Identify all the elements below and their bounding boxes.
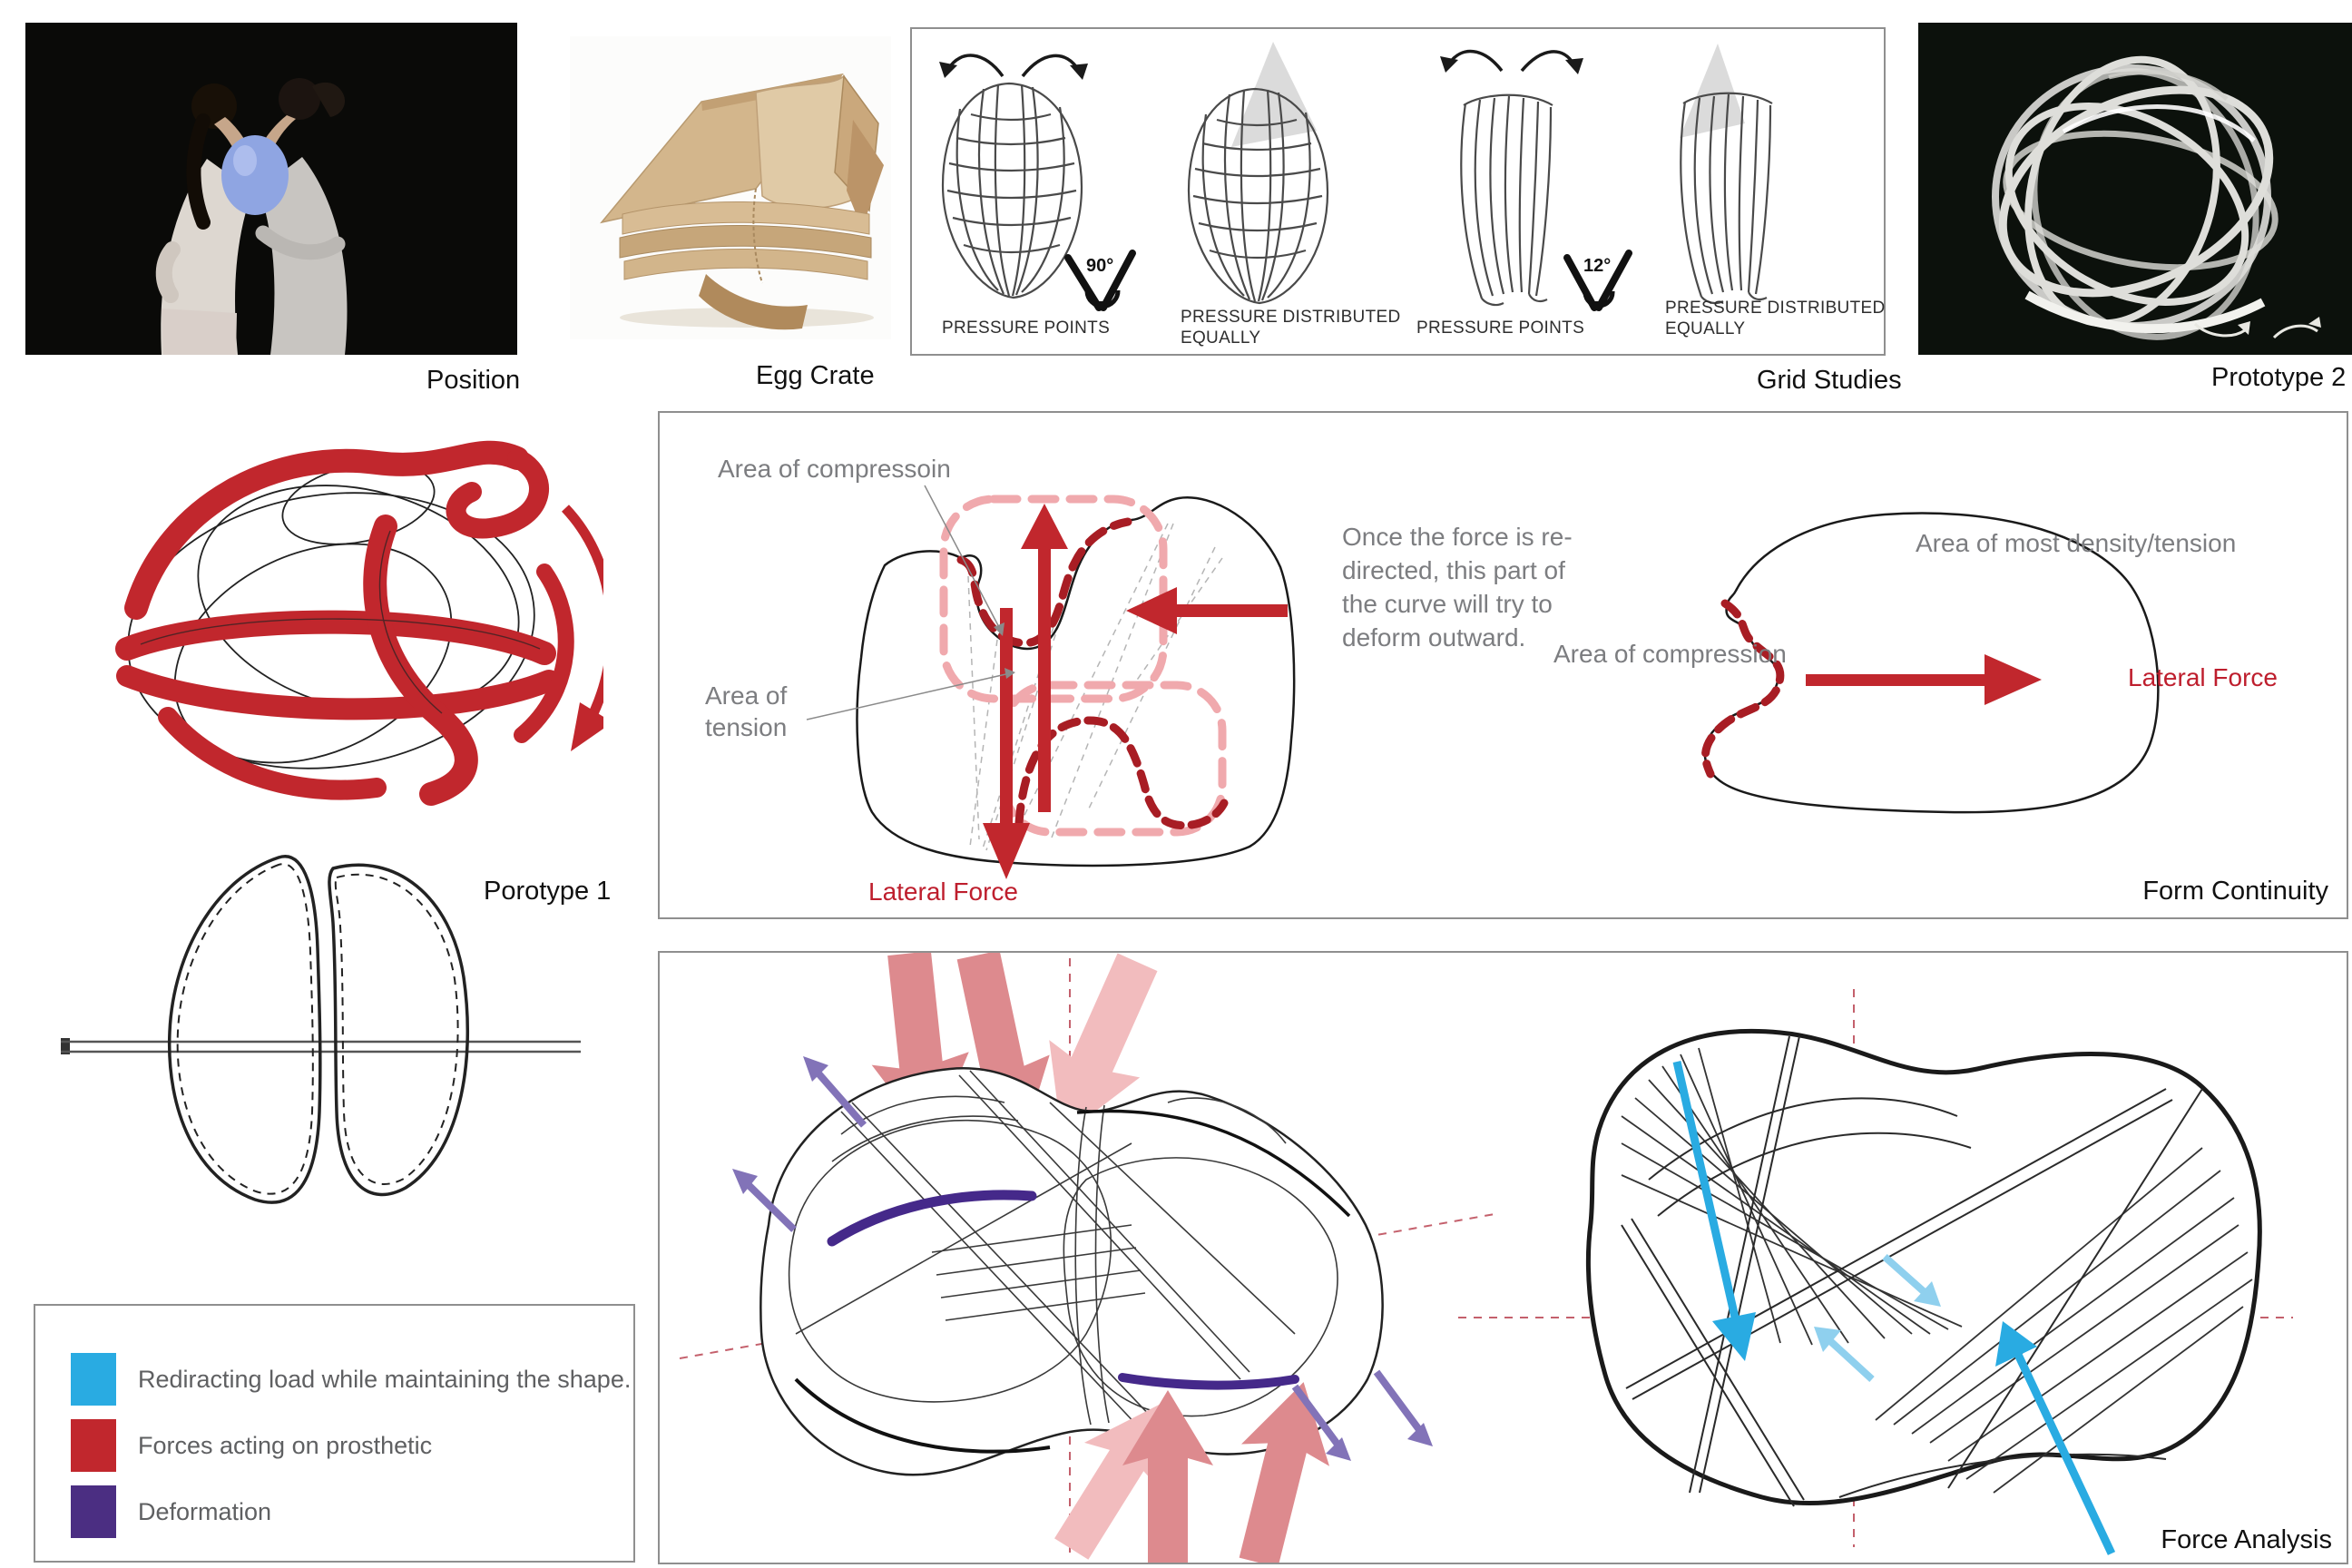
blob-outline-left <box>856 496 1296 867</box>
legend-label-forces: Forces acting on prosthetic <box>138 1432 433 1459</box>
angle-12-label: 12° <box>1583 256 1612 276</box>
lateral-force-left-label: Lateral Force <box>868 877 1018 906</box>
fan-lines <box>1621 1047 2253 1494</box>
legend-label-deformation: Deformation <box>138 1498 272 1525</box>
ribbon-loops-left <box>788 1070 1338 1430</box>
prototype1-outline-illustration <box>61 855 581 1204</box>
deformation-band-right <box>1118 1373 1299 1390</box>
red-force-arrow-right-diagram <box>1806 654 2042 705</box>
lateral-force-right-label: Lateral Force <box>2128 663 2278 691</box>
compression-curve-bottom <box>1014 716 1229 830</box>
rotation-arrow-red <box>562 505 603 751</box>
area-of-compression-right-label: Area of compression <box>1553 640 1787 668</box>
position-photo-illustration <box>25 23 517 355</box>
leader-lines <box>806 485 1015 720</box>
grid-diagram-distributed-2 <box>1680 44 1774 305</box>
prototype2-photo <box>1918 23 2352 355</box>
compression-curve-right <box>1701 599 1785 779</box>
prototype1-caption: Porotype 1 <box>484 877 612 906</box>
position-photo <box>25 23 517 355</box>
pressure-distributed-label-1: PRESSURE DISTRIBUTED EQUALLY <box>1181 308 1401 348</box>
deformation-arrows <box>732 1056 1433 1461</box>
pressure-points-label-2: PRESSURE POINTS <box>1416 318 1585 338</box>
egg-crate-illustration <box>570 36 891 339</box>
legend-swatch-deformation <box>71 1485 116 1538</box>
grid-studies-panel: PRESSURE POINTS PRESSURE DISTRIBUTED EQU… <box>910 27 1886 356</box>
position-caption: Position <box>426 366 521 395</box>
area-of-tension-label: Area of tension <box>705 681 788 741</box>
prototype1-outline-drawing <box>50 839 594 1220</box>
prototype1-sketch <box>86 417 603 808</box>
form-continuity-caption: Form Continuity <box>2142 877 2328 906</box>
legend-box: Rediracting load while maintaining the s… <box>34 1304 635 1563</box>
sketch-accents <box>140 530 541 714</box>
red-bands <box>115 440 574 806</box>
peanut-outline-right <box>1585 1028 2262 1506</box>
load-arrows-bottom <box>1054 1382 1330 1563</box>
pressure-points-label-1: PRESSURE POINTS <box>942 318 1111 338</box>
right-figure <box>255 78 348 355</box>
balloon-shape <box>221 135 289 215</box>
area-of-compression-left-label: Area of compressoin <box>718 455 951 483</box>
angle-90-icon <box>1064 250 1136 311</box>
grid-studies-diagrams <box>939 42 1774 311</box>
rotation-arrows <box>2193 317 2321 339</box>
form-continuity-diagrams <box>806 485 2160 879</box>
force-analysis-panel: Force Analysis <box>658 951 2348 1564</box>
grid-diagram-pressure-points-1 <box>939 54 1088 299</box>
legend-swatch-forces <box>71 1419 116 1472</box>
redirect-paragraph: Once the force is re- directed, this par… <box>1342 523 1573 652</box>
form-continuity-panel: Area of compressoin Area of tension Late… <box>658 411 2348 919</box>
grid-diagram-pressure-points-2 <box>1440 49 1583 307</box>
egg-crate-caption: Egg Crate <box>756 361 875 390</box>
left-bean-loop <box>167 855 322 1204</box>
legend-label-redirect: Rediracting load while maintaining the s… <box>138 1366 632 1393</box>
red-force-arrows-left-diagram <box>983 504 1288 879</box>
prosthetic-wireframe-left <box>732 953 1433 1563</box>
legend-swatch-redirect <box>71 1353 116 1406</box>
left-blob-diagram <box>806 485 1296 879</box>
force-analysis-caption: Force Analysis <box>2161 1525 2332 1554</box>
long-ribbons <box>1621 1035 2203 1507</box>
angle-90-label: 90° <box>1086 256 1114 276</box>
prototype1-illustration <box>115 440 603 806</box>
egg-crate-photo <box>570 36 891 339</box>
force-analysis-diagrams <box>679 953 2293 1563</box>
area-of-density-label: Area of most density/tension <box>1916 529 2237 557</box>
right-blob-diagram <box>1701 512 2160 814</box>
grid-diagram-distributed-1 <box>1187 42 1329 305</box>
pressure-distributed-label-2: PRESSURE DISTRIBUTED EQUALLY <box>1665 299 1886 338</box>
redirect-arrows <box>1672 1061 2116 1555</box>
prototype2-illustration <box>1918 23 2352 355</box>
deformation-band-left <box>827 1190 1037 1247</box>
prototype2-caption: Prototype 2 <box>2211 363 2347 392</box>
prosthetic-wireframe-right <box>1585 1028 2262 1555</box>
right-bean-loop <box>328 863 469 1197</box>
left-figure <box>155 83 254 355</box>
band-sphere <box>1992 55 2278 340</box>
grid-studies-caption: Grid Studies <box>1757 366 1902 395</box>
angle-12-icon <box>1563 250 1632 311</box>
